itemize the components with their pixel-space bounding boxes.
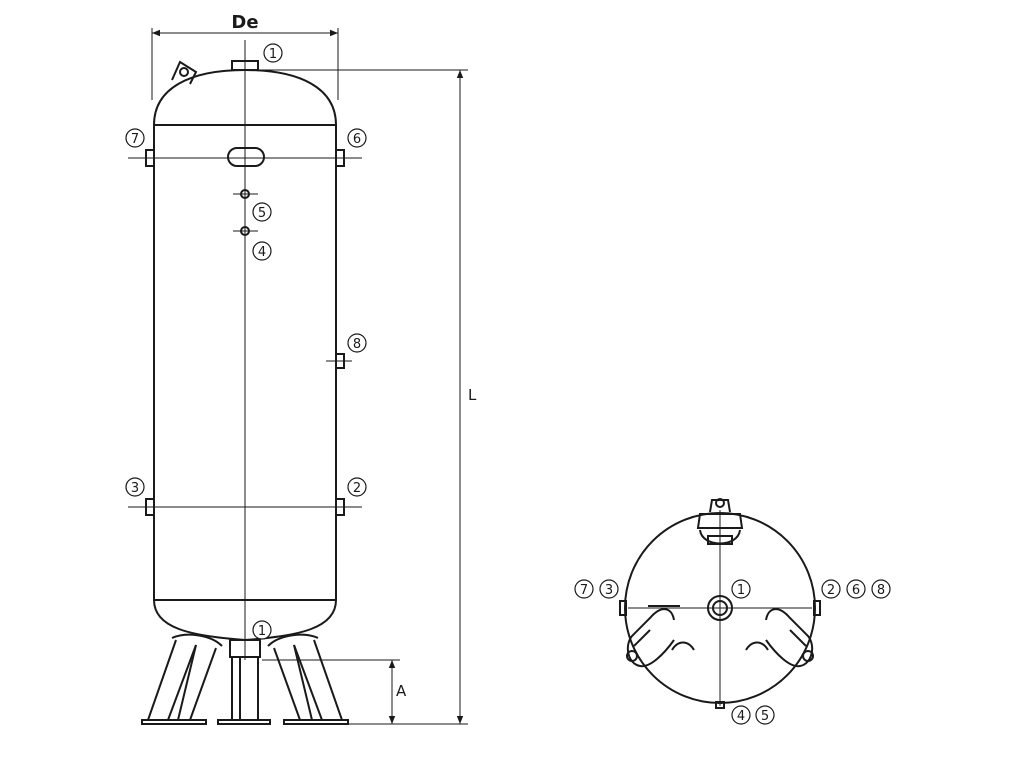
port-3-stub bbox=[145, 498, 155, 516]
top-view-port-right bbox=[813, 600, 821, 616]
callout-upper-left: 7 bbox=[125, 128, 145, 148]
dimension-a: A bbox=[262, 659, 407, 724]
callout-upper-right: 6 bbox=[347, 128, 367, 148]
callout-port-4: 4 bbox=[252, 241, 272, 261]
leg-right bbox=[267, 633, 349, 725]
svg-text:6: 6 bbox=[852, 583, 860, 598]
callout-tv-bottom-a: 4 bbox=[731, 705, 751, 725]
callout-lower-left: 3 bbox=[125, 477, 145, 497]
svg-text:6: 6 bbox=[353, 132, 361, 147]
svg-text:8: 8 bbox=[877, 583, 885, 598]
svg-text:1: 1 bbox=[258, 624, 266, 639]
svg-text:8: 8 bbox=[353, 337, 361, 352]
top-view-leg-left bbox=[626, 605, 695, 668]
callout-tv-left-a: 7 bbox=[574, 579, 594, 599]
svg-text:3: 3 bbox=[131, 481, 139, 496]
svg-text:7: 7 bbox=[580, 583, 588, 598]
top-view-lug bbox=[696, 498, 744, 545]
callout-tv-right-b: 6 bbox=[846, 579, 866, 599]
dimension-l: L bbox=[258, 69, 477, 725]
dimension-l-label: L bbox=[468, 386, 477, 404]
svg-text:7: 7 bbox=[131, 132, 139, 147]
top-view-port-bottom bbox=[715, 701, 725, 709]
top-view-port-left bbox=[619, 600, 627, 616]
callout-top-outlet: 1 bbox=[263, 43, 283, 63]
callout-bottom-drain: 1 bbox=[252, 620, 272, 640]
callout-tv-right-c: 8 bbox=[871, 579, 891, 599]
callout-tv-center: 1 bbox=[731, 579, 751, 599]
svg-text:2: 2 bbox=[827, 583, 835, 598]
top-view-center-outlet bbox=[707, 595, 733, 621]
svg-text:1: 1 bbox=[737, 583, 745, 598]
svg-text:4: 4 bbox=[258, 245, 266, 260]
svg-text:4: 4 bbox=[737, 709, 745, 724]
dimension-de-label: De bbox=[231, 12, 258, 33]
top-view-leg-right bbox=[745, 608, 814, 668]
callout-tv-bottom-b: 5 bbox=[755, 705, 775, 725]
svg-text:2: 2 bbox=[353, 481, 361, 496]
inspection-hole bbox=[227, 147, 265, 167]
callout-tv-left-b: 3 bbox=[599, 579, 619, 599]
callout-tv-right-a: 2 bbox=[821, 579, 841, 599]
dimension-a-label: A bbox=[396, 682, 407, 700]
svg-text:5: 5 bbox=[761, 709, 769, 724]
port-2-stub bbox=[335, 498, 345, 516]
side-view: De L A 1 7 6 5 bbox=[125, 12, 477, 725]
callout-port-5: 5 bbox=[252, 202, 272, 222]
port-6-stub bbox=[335, 149, 345, 167]
callout-lower-right: 2 bbox=[347, 477, 367, 497]
svg-text:1: 1 bbox=[269, 47, 277, 62]
leg-left bbox=[141, 633, 223, 725]
leg-center bbox=[217, 657, 271, 725]
svg-text:5: 5 bbox=[258, 206, 266, 221]
top-view: 7 3 1 2 6 8 4 5 bbox=[574, 498, 891, 725]
port-7-stub bbox=[145, 149, 155, 167]
callout-port-8: 8 bbox=[347, 333, 367, 353]
svg-text:3: 3 bbox=[605, 583, 613, 598]
dimension-de: De bbox=[151, 12, 339, 100]
